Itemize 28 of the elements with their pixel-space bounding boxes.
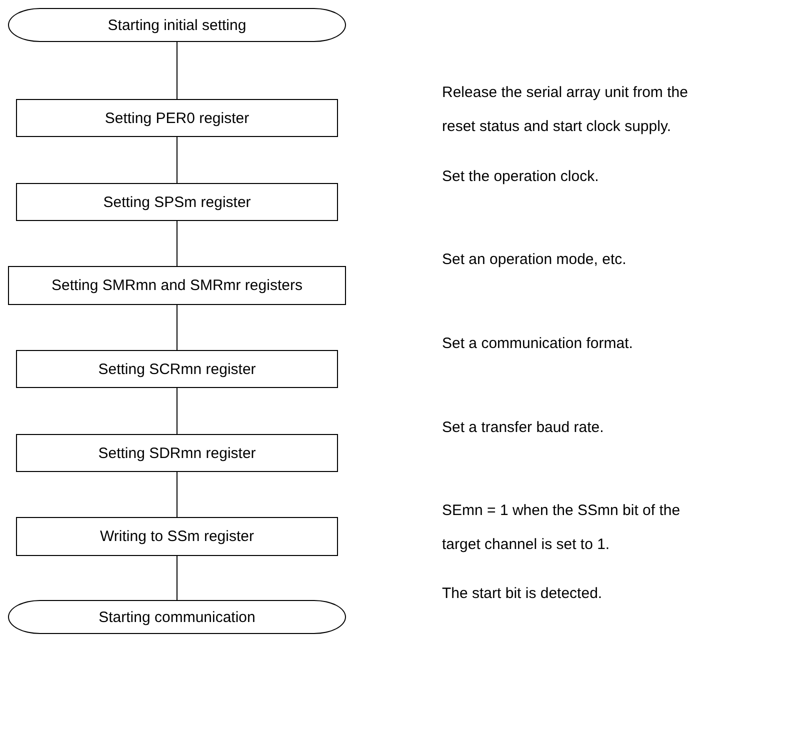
connector-line [176, 472, 178, 518]
step-label: Setting SMRmn and SMRmr registers [52, 277, 302, 294]
process-box [8, 266, 346, 305]
connector-line [176, 304, 178, 350]
step-label: Writing to SSm register [100, 528, 254, 545]
step-description: Release the serial array unit from the reset status and start clock supply. [442, 83, 689, 137]
step-description: Set a communication format. [442, 334, 634, 354]
process-box [16, 434, 338, 472]
step-label: Starting initial setting [108, 16, 246, 34]
step-label: Setting SPSm register [103, 194, 251, 210]
step-label: Setting PER0 register [104, 110, 250, 126]
step-description: Set the operation clock. [442, 167, 600, 187]
process-box [16, 517, 338, 556]
step-description: Set an operation mode, etc. [442, 250, 628, 270]
process-box [16, 350, 338, 388]
connector-line [176, 388, 178, 434]
step-description: SEmn = 1 when the SSmn bit of the target channel is set to 1. [442, 501, 682, 555]
process-box [16, 99, 338, 137]
step-description: Set a transfer baud rate. [442, 418, 605, 438]
connector-line [176, 556, 178, 600]
connector-line [176, 220, 178, 266]
step-description: The start bit is detected. [442, 584, 604, 604]
step-label: Starting communication [98, 608, 256, 626]
connector-line [176, 42, 178, 100]
step-label: Setting SCRmn register [98, 360, 256, 378]
connector-line [176, 136, 178, 184]
process-box [16, 183, 338, 221]
step-label: Setting SDRmn register [98, 444, 256, 462]
